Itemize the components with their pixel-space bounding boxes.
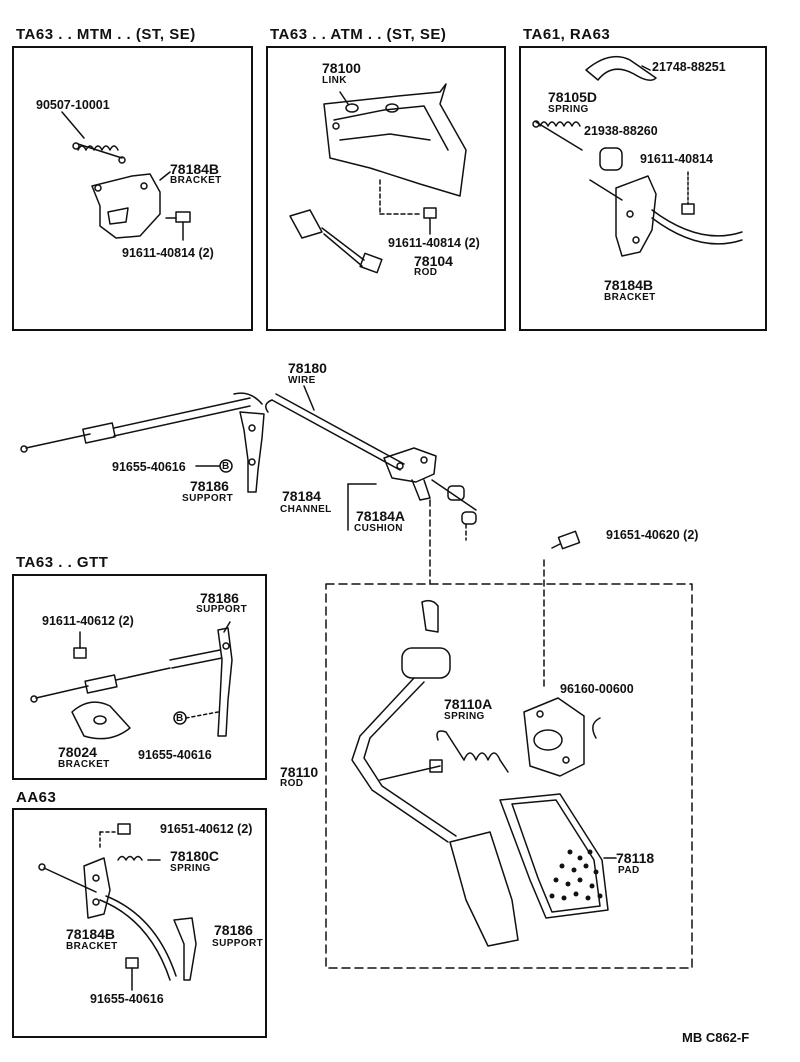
label-p4-support-number: 78186 — [200, 590, 239, 606]
label-main-support-name: SUPPORT — [182, 493, 234, 504]
label-channel-number: 78184 — [282, 488, 321, 504]
label-p2-rod-number: 78104 — [414, 253, 453, 269]
label-pad-name: PAD — [618, 865, 640, 876]
label-p5-support-number: 78186 — [214, 922, 253, 938]
label-channel-name: CHANNEL — [280, 504, 332, 515]
panel-ta63-gtt — [12, 574, 267, 780]
panel-ta63-mtm — [12, 46, 253, 331]
p2-link-drawing — [323, 83, 467, 197]
label-p4-bracket-name: BRACKET — [58, 759, 110, 770]
p3-bracket-drawing — [589, 175, 657, 257]
p1-bracket-drawing — [91, 173, 161, 239]
label-top-bolt: 91651-40620 (2) — [606, 528, 699, 542]
label-main-clip: 91655-40616 — [112, 460, 186, 474]
label-p3-bracket-number: 78184B — [604, 277, 654, 293]
label-cushion-name: CUSHION — [354, 523, 403, 534]
main-support-drawing — [239, 411, 265, 493]
label-p2-bolt: 91611-40814 (2) — [388, 236, 480, 250]
ring-drawing — [592, 717, 601, 739]
p3-spring-drawing — [532, 120, 583, 151]
panel-title-aa63: AA63 — [16, 789, 57, 806]
label-wire-name: WIRE — [288, 375, 316, 386]
label-p5-bolt: 91651-40612 (2) — [160, 822, 253, 836]
p4-support-drawing — [217, 627, 233, 737]
label-p1-spring: 90507-10001 — [36, 98, 110, 112]
label-p4-bolt: 91611-40612 (2) — [42, 614, 134, 628]
panel-ta61-ra63 — [519, 46, 767, 331]
label-pad-number: 78118 — [616, 850, 655, 866]
label-p5-spring-name: SPRING — [170, 863, 211, 874]
label-p3-spring-name: SPRING — [548, 104, 589, 115]
pedal-pad-drawing — [449, 831, 519, 947]
p5-bracket-drawing — [83, 857, 111, 919]
p5-spring-drawing — [117, 855, 143, 861]
p2-rod-drawing — [289, 209, 383, 274]
label-cushion-number: 78184A — [356, 508, 406, 524]
label-p3-bracket-name: BRACKET — [604, 292, 656, 303]
p5-support-drawing — [173, 917, 197, 981]
panel-title-ta63-mtm: TA63 . . MTM . . (ST, SE) — [16, 26, 196, 43]
label-spring-name: SPRING — [444, 711, 485, 722]
label-rod-number: 78110 — [280, 764, 319, 780]
panel-title-ta63-atm: TA63 . . ATM . . (ST, SE) — [270, 26, 447, 43]
panel-ta63-atm — [266, 46, 506, 331]
pad-drawing — [499, 793, 609, 919]
p4-bracket-drawing — [71, 701, 131, 740]
label-rod-name: ROD — [280, 778, 304, 789]
label-wire-number: 78180 — [288, 360, 327, 376]
label-p5-clip: 91655-40616 — [90, 992, 164, 1006]
pedal-assembly-frame — [325, 583, 693, 969]
label-p1-bracket-name: BRACKET — [170, 175, 222, 186]
p5-bolt-bottom-drawing — [125, 957, 139, 991]
label-p4-clip-marker: B — [176, 713, 184, 724]
panel-aa63 — [12, 808, 267, 1038]
p3-cushion-drawing — [599, 147, 623, 171]
label-main-clip-marker: B — [222, 461, 230, 472]
p5-bolt-top-drawing — [99, 823, 131, 851]
label-ring: 96160-00600 — [560, 682, 634, 696]
p1-bolt-drawing — [165, 211, 191, 241]
p3-bolt-drawing — [681, 171, 695, 215]
label-p2-rod-name: ROD — [414, 267, 438, 278]
panel-title-ta61-ra63: TA61, RA63 — [523, 26, 611, 43]
diagram-code: MB C862-F — [682, 1030, 750, 1045]
p2-bolt-drawing — [423, 207, 437, 235]
label-p3-clip: 21748-88251 — [652, 60, 726, 74]
label-p1-bracket-number: 78184B — [170, 161, 220, 177]
p5-wire-drawing — [38, 863, 177, 981]
label-p5-spring-number: 78180C — [170, 848, 220, 864]
label-spring-number: 78110A — [444, 696, 493, 712]
pivot-bracket-drawing — [523, 697, 585, 777]
panel-title-ta63-gtt: TA63 . . GTT — [16, 554, 109, 571]
label-p2-link-name: LINK — [322, 75, 347, 86]
label-p4-clip: 91655-40616 — [138, 748, 212, 762]
p4-wire-drawing — [30, 649, 223, 703]
label-main-support-number: 78186 — [190, 478, 229, 494]
p3-clip-drawing — [585, 55, 657, 81]
p4-bolt-drawing — [73, 631, 87, 659]
label-p3-spring-number: 78105D — [548, 89, 598, 105]
spring-drawing — [436, 730, 509, 773]
label-p3-bolt: 91611-40814 — [640, 152, 713, 166]
pedal-rod-drawing — [351, 599, 457, 843]
p1-spring-drawing — [72, 142, 126, 164]
main-wire-right-drawing — [265, 393, 405, 471]
channel-drawing — [383, 447, 437, 501]
label-p5-bracket-number: 78184B — [66, 926, 116, 942]
label-p1-bolt: 91611-40814 (2) — [122, 246, 214, 260]
label-p5-support-name: SUPPORT — [212, 938, 264, 949]
label-p4-bracket-number: 78024 — [58, 744, 97, 760]
main-wire-left-drawing — [20, 392, 263, 453]
label-p5-bracket-name: BRACKET — [66, 941, 118, 952]
label-p3-cushion: 21938-88260 — [584, 124, 658, 138]
top-bolt-drawing — [543, 530, 581, 691]
pad-dots — [549, 849, 603, 901]
cushion-drawing — [431, 479, 477, 525]
label-p4-support-name: SUPPORT — [196, 604, 248, 615]
label-p2-link-number: 78100 — [322, 60, 361, 76]
